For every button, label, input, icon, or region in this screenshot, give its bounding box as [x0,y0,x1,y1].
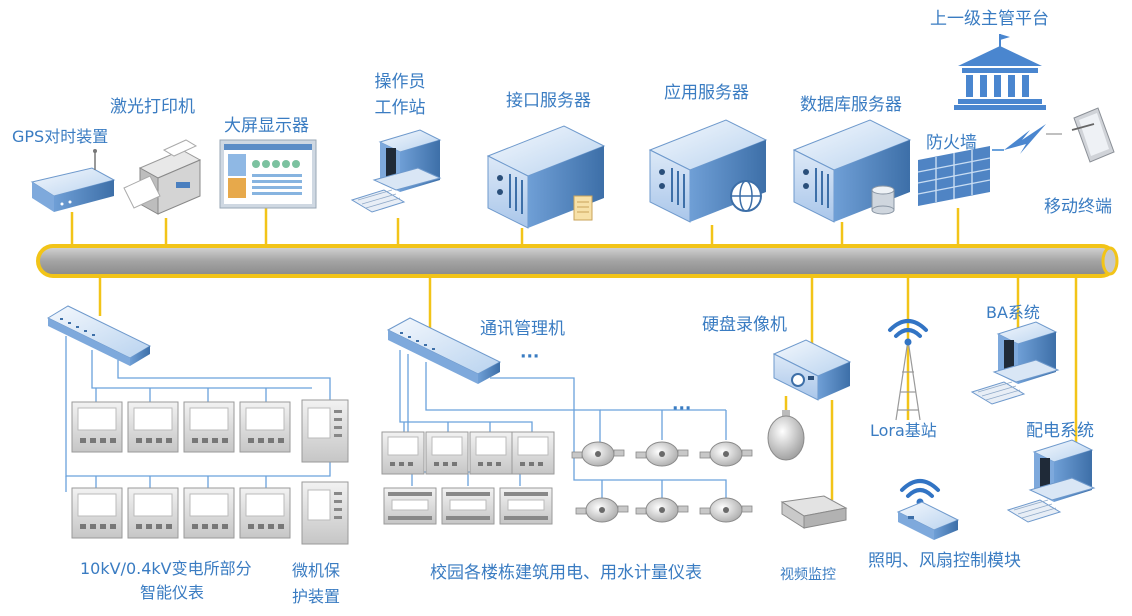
meter-row-1 [71,401,291,453]
lightning-icon [992,124,1062,154]
gps-label: GPS对时装置 [12,127,109,146]
big-screen-icon [219,139,317,209]
firewall-icon [917,146,991,206]
mobile-terminal-label: 移动终端 [1044,197,1112,217]
upper-drop-lines [70,208,960,248]
document-icon [573,195,593,221]
wifi-icon [900,479,940,498]
database-server-icon [792,119,912,223]
mobile-device-icon [1071,107,1115,163]
firewall-label: 防火墙 [926,133,977,153]
database-icon [871,185,895,215]
interface-server-label: 接口服务器 [506,91,591,111]
application-server-icon [648,119,768,223]
nvr-icon [772,339,852,401]
microprotection-label-line2: 护装置 [292,587,341,606]
comm-manager-label: 通讯管理机 [480,319,565,339]
network-bus [36,244,1119,278]
ba-system-workstation-icon [970,321,1060,405]
bullet-camera-icon [780,495,848,529]
campus-meters-label: 校园各楼栋建筑用电、用水计量仪表 [430,563,702,583]
government-building-icon [954,34,1046,110]
power-system-label: 配电系统 [1026,421,1094,441]
lighting-fan-module-icon [896,479,960,540]
ellipsis-upper: ··· [520,347,540,367]
lighting-fan-label: 照明、风扇控制模块 [868,551,1021,571]
power-system-workstation-icon [1006,439,1096,523]
operator-label-line1: 操作员 [374,72,426,92]
operator-workstation-icon [350,129,442,213]
big-screen-label: 大屏显示器 [224,116,309,136]
ba-system-label: BA系统 [986,303,1040,322]
dome-camera-icon [767,410,805,461]
substation-wiring [65,336,331,492]
network-switch-icon [46,305,152,366]
gps-device-icon [30,149,116,212]
wifi-icon [888,319,928,338]
interface-server-icon [486,125,606,229]
meter-row-2 [71,487,291,539]
printer-icon [123,139,202,215]
substation-meters [71,401,291,539]
ellipsis-lower: ··· [672,399,692,419]
app-server-label: 应用服务器 [664,83,749,103]
water-meters [571,441,753,523]
lora-tower-icon [888,300,928,421]
globe-icon [730,180,762,212]
microprotection-label-line1: 微机保 [292,561,341,580]
lora-station-label: Lora基站 [870,421,937,440]
campus-wiring [399,350,727,500]
nvr-label: 硬盘录像机 [702,315,787,335]
upper-platform-label: 上一级主管平台 [930,9,1049,29]
operator-label-line2: 工作站 [374,98,426,118]
communication-manager-icon [386,317,502,384]
substation-label-line2: 智能仪表 [140,583,205,602]
campus-electric-meters [381,431,555,525]
db-server-label: 数据库服务器 [800,95,902,115]
video-monitor-label: 视频监控 [780,567,836,583]
substation-label-line1: 10kV/0.4kV变电所部分 [80,559,252,578]
laser-printer-label: 激光打印机 [110,97,195,117]
microprotection-devices [301,399,349,545]
